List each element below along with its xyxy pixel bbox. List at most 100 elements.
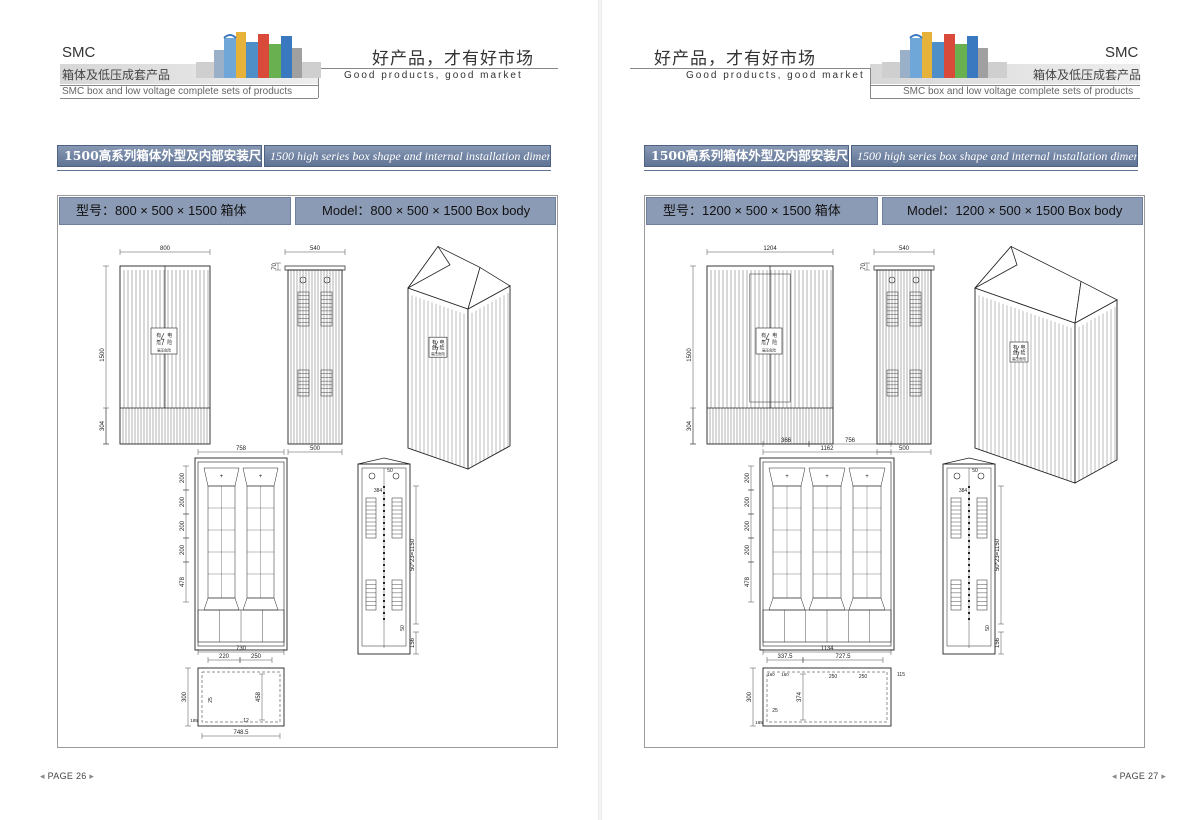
warning-text: 高压危险 [762,347,776,352]
dimension-label: 50 [387,468,393,474]
model-label-en: Model：800 × 500 × 1500 Box body [295,197,556,225]
plus-icon: + [220,474,224,480]
dimension-label: 300 [182,691,188,702]
dimension-label: 160 [781,672,789,677]
louver-vent [886,369,899,397]
section-outline [942,463,996,655]
warning-text: 危 [156,339,161,346]
base-frame [197,667,285,727]
warning-text: 高压危险 [157,347,171,352]
plus-icon: + [785,474,789,480]
vent-hole [977,472,985,480]
section-roof [942,457,996,465]
mounting-hole [383,600,385,602]
dimension-label: 250 [251,654,262,660]
dimension-label: 70 [272,263,278,270]
mounting-hole [968,618,970,620]
dimension-label: 50*23=1150 [410,538,416,571]
header-rule [630,68,870,69]
dimension-label: 250 [829,674,838,680]
iso-side-face [1074,299,1118,484]
iso-front-face [407,287,469,470]
iso-roof-side [1074,280,1118,324]
dimension-label: 304 [687,420,693,431]
title-underline [644,170,1138,171]
dimension-label: 70 [861,263,867,270]
dimension-label: 200 [180,520,186,531]
dimension-label: 156 [995,637,1001,648]
drawing-canvas: 8001500304有电危险高压危险54070500有电危险高压危险758200… [100,245,511,739]
section-roof [357,457,411,465]
mounting-hole [383,492,385,494]
section-title-en: 1500 high series box shape and internal … [264,145,551,167]
mounting-hole [383,534,385,536]
mounting-hole [968,486,970,488]
page-left: SMC 箱体及低压成套产品 SMC box and low voltage co… [40,32,558,781]
mounting-plate [203,597,240,611]
mounting-hole [383,552,385,554]
base-frame-inner [766,671,888,723]
vent-hole [323,276,331,284]
mounting-hole [968,492,970,494]
brand-name: SMC [62,44,96,61]
warning-sign [755,327,783,355]
dimension-label: 200 [745,496,751,507]
dimension-label: 1134 [821,646,835,652]
dimension-label: 730 [236,646,247,652]
dimension-label: 478 [180,576,186,587]
page-number: ◂ PAGE 27 ▸ [1112,771,1166,782]
mounting-hole [383,618,385,620]
dimension-label: 500 [310,446,321,452]
product-title-en: SMC box and low voltage complete sets of… [62,86,293,97]
louver-vent [320,369,333,397]
dimension-label: 758 [236,446,247,452]
dimension-label: 1500 [687,348,693,362]
louver-vent [886,291,899,327]
mounting-hole [968,498,970,500]
dimension-label: 200 [180,544,186,555]
warning-text: 有 [761,332,766,339]
warning-text: 险 [439,345,444,352]
louver-vent [365,579,377,611]
page-number-label: PAGE 27 [1119,771,1159,781]
next-arrow-icon: ▸ [1161,771,1167,781]
city-logo [882,32,1007,78]
warning-text: 险 [772,339,777,346]
vent-hole [912,276,920,284]
dimension-label: 50*23=1150 [995,538,1001,571]
mounting-hole [383,588,385,590]
plus-icon: + [825,474,829,480]
header-rule [870,68,871,98]
page-right: SMC 箱体及低压成套产品 SMC box and low voltage co… [600,0,1200,820]
mounting-hole [968,522,970,524]
mounting-hole [968,570,970,572]
mounting-hole [968,552,970,554]
mounting-hole [383,606,385,608]
dimension-label: 337.5 [777,654,793,660]
dimension-label: 1204 [763,246,777,252]
warning-sign [150,327,178,355]
vent-hole [368,472,376,480]
dimension-label: 220 [219,654,230,660]
mounting-hole [383,558,385,560]
mounting-hole [383,546,385,548]
mounting-hole [968,588,970,590]
slogan-en: Good products, good market [686,70,865,81]
header-rule [318,68,319,98]
warning-text: 有 [156,332,161,339]
dimension-label: 50 [972,468,978,474]
dimension-label: 200 [180,472,186,483]
base-frame [762,667,892,727]
warning-text: 有 [432,339,437,346]
lightning-icon [434,341,439,354]
warning-text: 有 [1013,344,1018,351]
warning-text: 危 [761,339,766,346]
header-rule [318,68,558,69]
plan-outline [759,457,895,651]
louver-vent [909,291,922,327]
iso-roof-side [467,266,511,310]
mounting-hole [968,600,970,602]
mounting-hole [968,546,970,548]
mounting-hole [383,528,385,530]
dimension-label: 25 [208,697,214,703]
